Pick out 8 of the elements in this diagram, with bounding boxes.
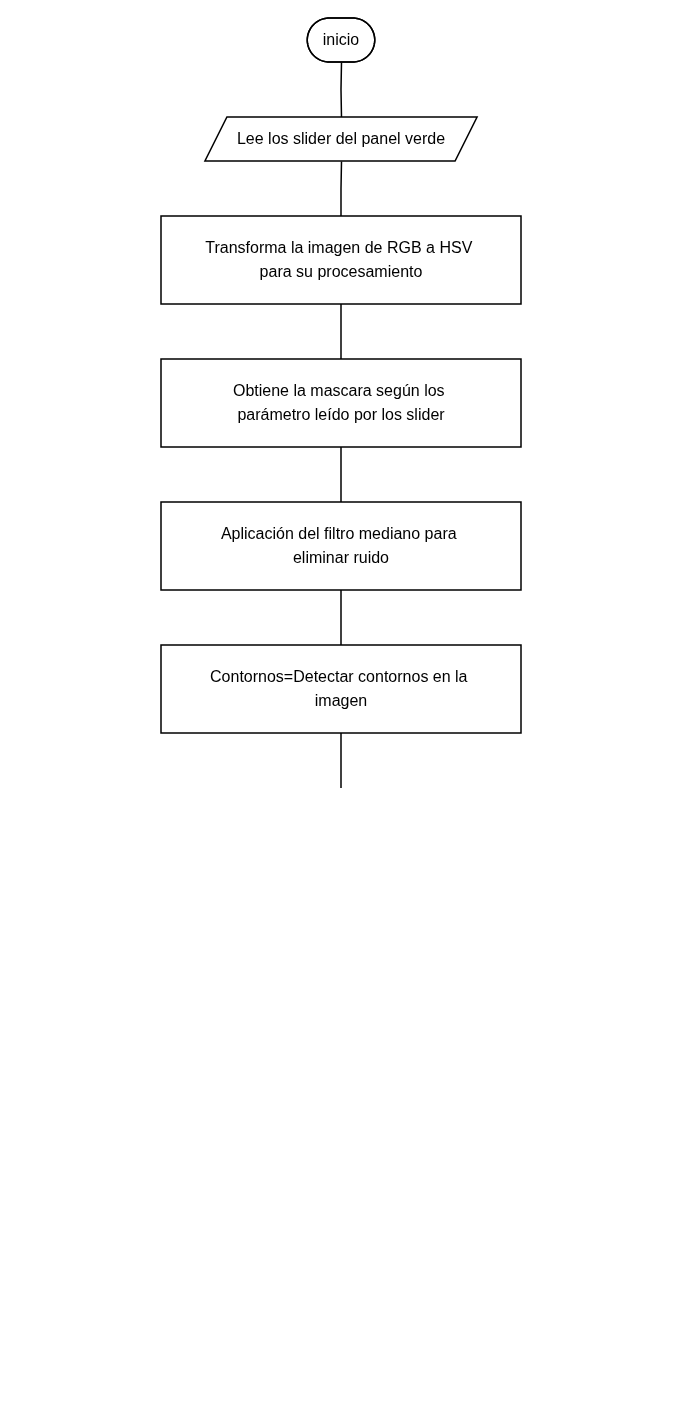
connector	[339, 303, 342, 360]
connector	[339, 589, 342, 646]
connector	[339, 732, 342, 789]
node-box: Obtiene la mascara según los parámetro leído por los slider	[159, 358, 522, 448]
node-box: Transforma la imagen de RGB a HSV para su procesamiento	[159, 215, 522, 305]
connector	[339, 446, 342, 503]
node-box: Contornos=Detectar contornos en la imagen	[159, 644, 522, 734]
node-box: Aplicación del filtro mediano para eliminar ruido	[159, 501, 522, 591]
